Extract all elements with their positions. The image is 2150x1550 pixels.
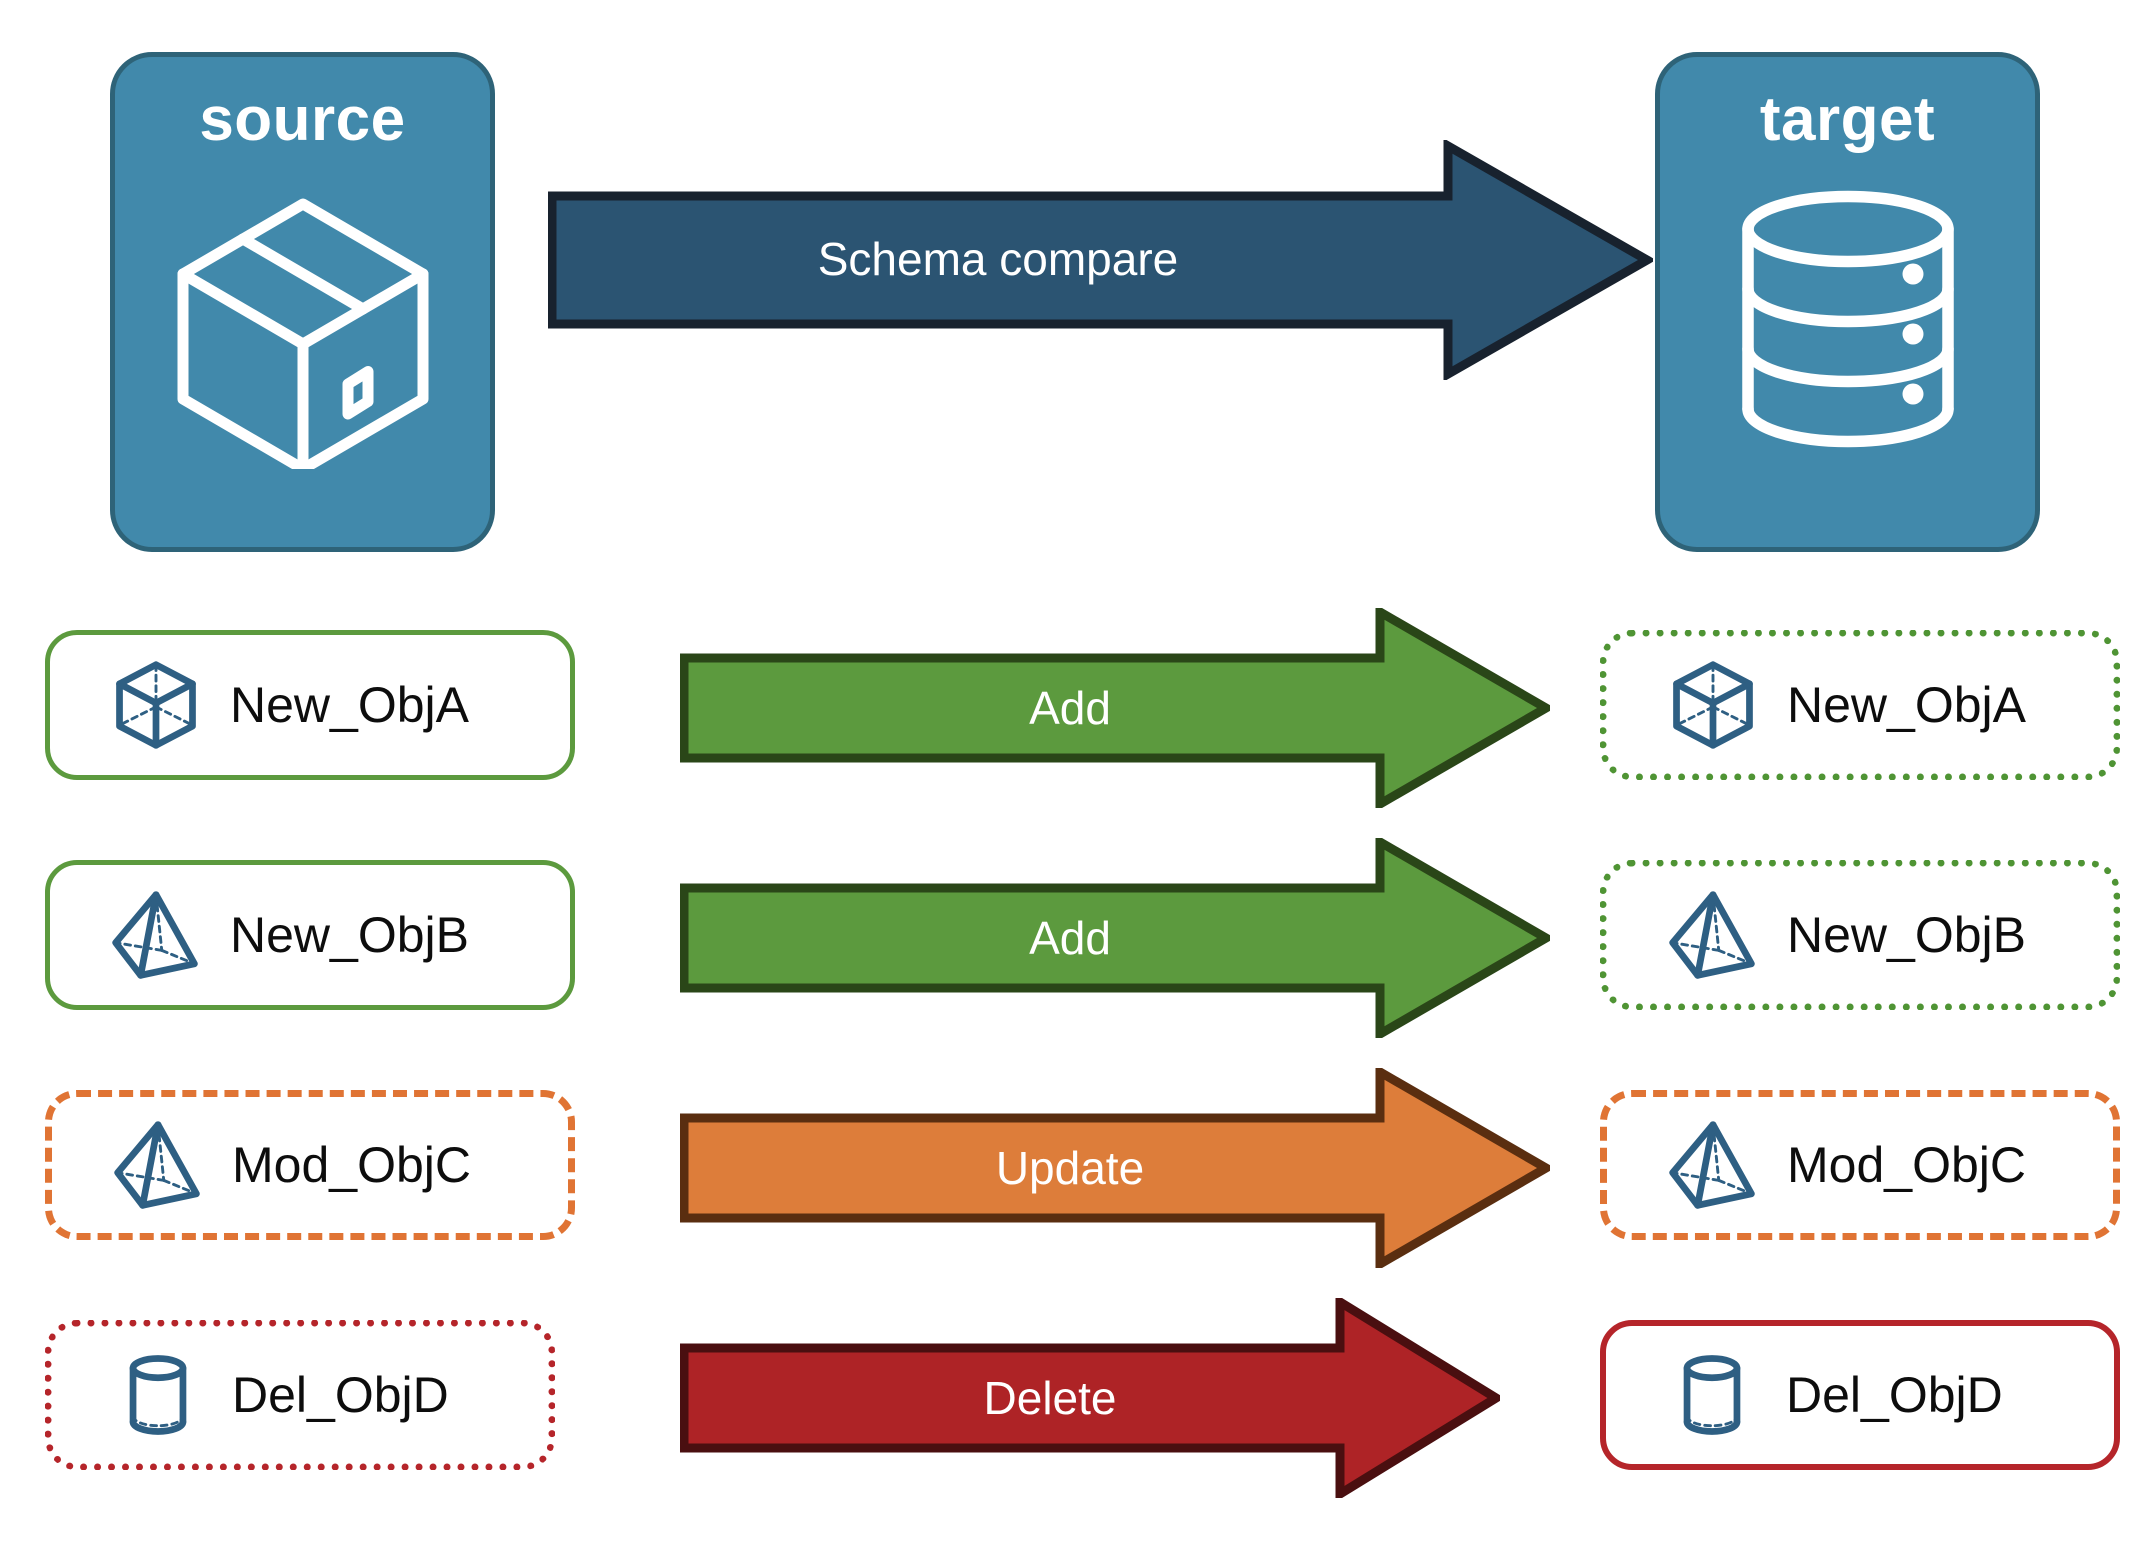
wireframe-pyramid-icon: [1665, 887, 1761, 983]
target-object-box[interactable]: Del_ObjD: [1600, 1320, 2120, 1470]
change-row: New_ObjB Add New_ObjB: [0, 834, 2150, 1042]
action-arrow: [679, 604, 1555, 812]
wireframe-cube-icon: [1665, 657, 1761, 753]
source-panel: source: [110, 52, 495, 552]
action-arrow: [679, 1293, 1505, 1503]
source-object-box[interactable]: New_ObjB: [45, 860, 575, 1010]
source-object-box[interactable]: Del_ObjD: [45, 1320, 555, 1470]
source-panel-title: source: [199, 85, 406, 154]
target-panel-title: target: [1759, 85, 1936, 154]
wireframe-cylinder-icon: [1664, 1347, 1760, 1443]
wireframe-cylinder-icon: [110, 1347, 206, 1443]
package-box-icon: [153, 169, 453, 475]
source-object-box[interactable]: Mod_ObjC: [45, 1090, 575, 1240]
target-object-label: Mod_ObjC: [1787, 1137, 2026, 1193]
database-cylinder-icon: [1698, 169, 1998, 474]
source-object-label: Del_ObjD: [232, 1367, 449, 1423]
target-object-label: Del_ObjD: [1786, 1367, 2003, 1423]
wireframe-pyramid-icon: [1665, 1117, 1761, 1213]
schema-compare-arrow: Schema compare: [547, 138, 1657, 382]
source-object-label: New_ObjA: [230, 677, 469, 733]
target-object-box[interactable]: Mod_ObjC: [1600, 1090, 2120, 1240]
source-object-box[interactable]: New_ObjA: [45, 630, 575, 780]
action-arrow: [679, 1064, 1555, 1272]
wireframe-cube-icon: [108, 657, 204, 753]
target-panel: target: [1655, 52, 2040, 552]
target-object-label: New_ObjA: [1787, 677, 2026, 733]
change-row: New_ObjA Add New_Ob: [0, 604, 2150, 812]
change-row: Mod_ObjC Update Mod_ObjC: [0, 1064, 2150, 1272]
action-arrow: [679, 834, 1555, 1042]
source-object-label: New_ObjB: [230, 907, 469, 963]
change-row: Del_ObjD Delete Del_ObjD: [0, 1293, 2150, 1503]
target-object-box[interactable]: New_ObjA: [1600, 630, 2120, 780]
target-object-box[interactable]: New_ObjB: [1600, 860, 2120, 1010]
wireframe-pyramid-icon: [108, 887, 204, 983]
wireframe-pyramid-icon: [110, 1117, 206, 1213]
source-object-label: Mod_ObjC: [232, 1137, 471, 1193]
target-object-label: New_ObjB: [1787, 907, 2026, 963]
schema-compare-label: Schema compare: [817, 233, 1179, 285]
